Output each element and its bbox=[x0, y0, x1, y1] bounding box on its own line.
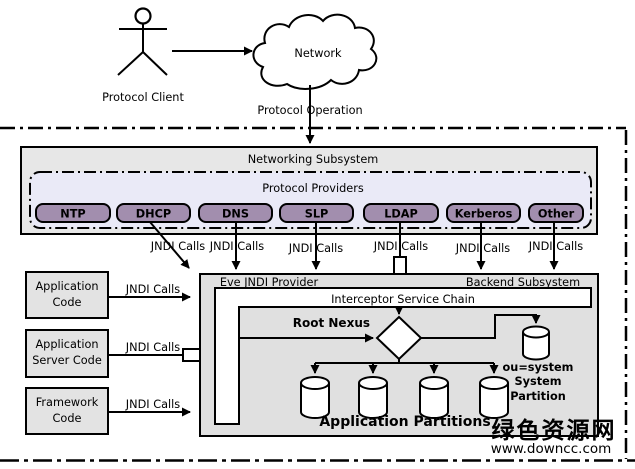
eve-jndi-provider: Eve JNDI Provider Backend Subsystem Inte… bbox=[199, 273, 599, 437]
protocol-client-label: Protocol Client bbox=[102, 91, 184, 104]
nexus-to-system-partition-arrow bbox=[421, 314, 541, 339]
code-box-rect bbox=[25, 387, 109, 435]
protocol-label: LDAP bbox=[384, 208, 418, 221]
application-partition-cylinder bbox=[358, 376, 388, 419]
protocol-label: NTP bbox=[60, 208, 85, 221]
watermark-site-url: www.downcc.com bbox=[491, 441, 612, 457]
code-box-rect bbox=[25, 329, 109, 378]
protocol-client-figure bbox=[117, 7, 168, 76]
dhcp-jndi-arrow bbox=[149, 221, 190, 269]
system-partition-label-line1: ou=system bbox=[503, 361, 574, 374]
protocol-box-other: Other bbox=[528, 203, 584, 223]
eve-provider-title: Eve JNDI Provider bbox=[220, 276, 319, 289]
network-cloud bbox=[252, 13, 378, 90]
jndi-calls-label: JNDI Calls bbox=[288, 242, 343, 255]
code-box-label-line2: Server Code bbox=[32, 354, 102, 367]
networking-subsystem: Networking Subsystem Protocol Providers … bbox=[20, 146, 598, 235]
jndi-calls-label: JNDI Calls bbox=[528, 240, 583, 253]
watermark: 绿色资源网 www.downcc.com bbox=[491, 417, 617, 457]
jndi-call-arrows-top: JNDI Calls JNDI Calls JNDI Calls JNDI Ca… bbox=[149, 221, 583, 293]
client-section: Protocol Client Network Protocol Operati… bbox=[102, 7, 378, 144]
code-box-label-line2: Code bbox=[53, 296, 82, 309]
protocol-pill bbox=[35, 203, 111, 223]
protocol-box-ldap: LDAP bbox=[363, 203, 439, 223]
interceptor-chain-and-call-channel bbox=[214, 287, 592, 425]
trust-boundary-frame bbox=[0, 126, 635, 462]
jndi-calls-label: JNDI Calls bbox=[150, 240, 205, 253]
network-label: Network bbox=[294, 47, 342, 60]
protocol-pill bbox=[446, 203, 521, 223]
watermark-site-name: 绿色资源网 bbox=[492, 417, 617, 444]
code-box-label-line2: Code bbox=[53, 412, 82, 425]
jndi-calls-label: JNDI Calls bbox=[455, 242, 510, 255]
code-box-rect bbox=[25, 271, 109, 319]
jndi-calls-label: JNDI Calls bbox=[125, 398, 180, 411]
application-partitions-label: Application Partitions bbox=[319, 414, 490, 430]
protocol-pill bbox=[116, 203, 191, 223]
protocol-pill bbox=[528, 203, 584, 223]
protocol-providers-title: Protocol Providers bbox=[262, 182, 364, 195]
partition-distribution-line bbox=[315, 359, 494, 364]
protocol-label: Other bbox=[538, 208, 575, 221]
protocol-label: DNS bbox=[222, 208, 249, 221]
jndi-calls-label: JNDI Calls bbox=[209, 240, 264, 253]
networking-subsystem-title: Networking Subsystem bbox=[248, 153, 379, 166]
code-box-label-line1: Application bbox=[35, 338, 98, 351]
protocol-label: SLP bbox=[305, 208, 329, 221]
protocol-box-slp: SLP bbox=[279, 203, 354, 223]
jndi-calls-label: JNDI Calls bbox=[373, 240, 428, 253]
framework-code-box: Framework Code JNDI Calls bbox=[25, 387, 191, 435]
interceptor-chain-label: Interceptor Service Chain bbox=[331, 293, 475, 306]
system-partition-cylinder bbox=[522, 325, 550, 361]
application-code-box: Application Code JNDI Calls bbox=[25, 271, 191, 319]
application-partition-cylinder bbox=[479, 376, 509, 419]
backend-subsystem-title: Backend Subsystem bbox=[466, 276, 580, 289]
protocol-label: DHCP bbox=[136, 208, 171, 221]
system-partition-label-line2: System bbox=[514, 375, 561, 388]
application-partition-cylinder bbox=[300, 376, 330, 419]
protocol-box-dhcp: DHCP bbox=[116, 203, 191, 223]
protocol-box-ntp: NTP bbox=[35, 203, 111, 223]
root-nexus-label: Root Nexus bbox=[293, 316, 370, 330]
system-partition-label-line3: Partition bbox=[510, 390, 566, 403]
code-box-label-line1: Framework bbox=[36, 396, 99, 409]
jndi-calls-label: JNDI Calls bbox=[125, 283, 180, 296]
code-box-label-line1: Application bbox=[35, 280, 98, 293]
protocol-label: Kerberos bbox=[455, 208, 513, 221]
jndi-calls-label: JNDI Calls bbox=[125, 341, 180, 354]
protocol-box-kerberos: Kerberos bbox=[446, 203, 521, 223]
protocol-box-dns: DNS bbox=[198, 203, 273, 223]
application-partition-cylinder bbox=[419, 376, 449, 419]
